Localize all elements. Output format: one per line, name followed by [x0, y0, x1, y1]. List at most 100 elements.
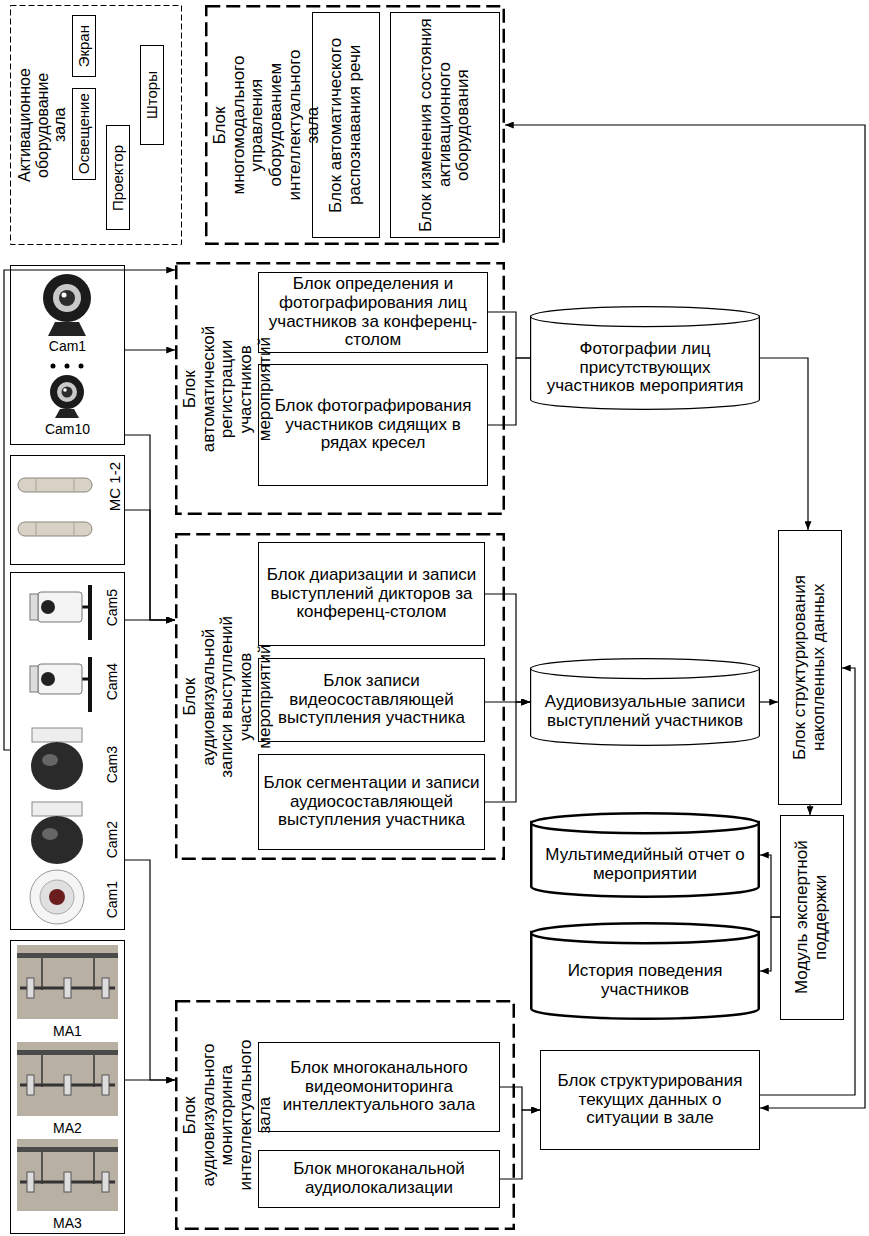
dome-body: [31, 816, 83, 864]
webcam-glint: [62, 293, 67, 298]
array-mic: [64, 1075, 71, 1095]
box-label: Модуль экспертной поддержки: [793, 821, 830, 1014]
microphone-tube: [18, 522, 92, 536]
database-cylinder: История поведения участников: [530, 922, 760, 1020]
device-label: MC 1-2: [107, 462, 124, 511]
box-label: Шторы: [144, 71, 161, 119]
database-label: Фотографии лиц присутствующих участников…: [543, 340, 748, 396]
dome-highlight: [42, 754, 58, 766]
device-panel: Cam5Cam4Cam3Cam2Cam1: [10, 572, 125, 930]
dome-camera-icon: [30, 870, 84, 924]
device-label: Cam2: [105, 821, 120, 858]
process-box: Блок многоканального видеомониторинга ин…: [258, 1042, 500, 1132]
camera-body: [38, 664, 82, 694]
rod: [41, 1055, 43, 1087]
cylinder-top: [531, 659, 760, 679]
dashed-border: [206, 6, 504, 244]
dome-body: [30, 870, 84, 924]
photo-ground: [17, 1042, 118, 1116]
array-mic: [64, 978, 71, 998]
process-box: Блок структурирования накопленных данных: [778, 530, 842, 805]
box-label: Блок структурирования накопленных данных: [791, 536, 828, 799]
connector-arrow: [485, 594, 530, 702]
rod: [41, 958, 43, 990]
database-label: Мультимедийный отчет о мероприятии: [543, 846, 748, 883]
group-block: Активационное оборудование зала Освещение…: [10, 5, 182, 245]
device-panel: Cam1Cam10: [10, 265, 125, 445]
box-label: Блок сегментации и записи аудиосоставляю…: [263, 774, 480, 830]
array-mic: [102, 1172, 109, 1192]
webcam-body: [50, 375, 84, 409]
ellipsis-dots: [51, 364, 84, 369]
camera-front: [30, 666, 38, 692]
connector-arrow: [500, 1110, 540, 1179]
box-label: Проектор: [110, 145, 127, 211]
connector-arrow: [125, 860, 175, 1080]
dome-ring: [40, 880, 74, 914]
connector-arrow: [125, 619, 175, 620]
cylinder-top: [531, 307, 760, 327]
process-box: Блок изменения состояния активационного …: [390, 12, 500, 238]
connector-arrow: [125, 1079, 175, 1080]
database-label: Аудиовизуальные записи выступлений участ…: [543, 693, 748, 730]
process-box: Освещение: [72, 88, 96, 180]
webcam-icon: [43, 274, 91, 336]
camera-body: [38, 592, 82, 622]
box-label: Блок структурирования текущих данных о с…: [545, 1072, 755, 1128]
process-box: Блок структурирования текущих данных о с…: [540, 1050, 760, 1150]
cylinder-body: [531, 668, 760, 745]
microphone-icon: [18, 478, 92, 536]
box-camera-icon: [30, 657, 90, 712]
database-label: История поведения участников: [543, 962, 748, 999]
connector-arrow: [505, 125, 865, 1108]
device-label: Cam1: [105, 881, 120, 918]
device-label: Cam4: [105, 663, 120, 700]
group-title: Блок аудиовизуальной записи выступлений …: [181, 615, 274, 779]
dome-camera-icon: [31, 802, 83, 864]
mic-array-photo: [17, 945, 118, 1019]
ceiling-bar: [17, 1050, 118, 1055]
box-camera-icon: [30, 585, 90, 640]
box-label: Освещение: [76, 94, 93, 174]
dome-camera-icon: [31, 728, 83, 790]
device-label: Cam5: [105, 589, 120, 626]
photo-ground: [17, 945, 118, 1019]
process-box: Блок определения и фотографирования лиц …: [258, 272, 488, 353]
process-box: Блок диаризации и записи выступлений дик…: [258, 542, 485, 646]
camera-arm: [82, 606, 90, 609]
array-mic: [102, 978, 109, 998]
group-block: Блок аудиовизуального мониторинга интелл…: [175, 1000, 515, 1230]
group-title: Активационное оборудование зала: [16, 65, 69, 185]
process-box: Блок фотографирования участников сидящих…: [258, 364, 488, 486]
device-label: Cam10: [11, 422, 124, 437]
group-block: Блок автоматической регистрации участник…: [175, 262, 505, 515]
dome-lens: [49, 889, 65, 905]
group-title: Блок многомодального управления оборудов…: [211, 50, 323, 201]
webcam-ring: [57, 382, 77, 402]
dome-mount: [32, 802, 82, 816]
group-title: Блок аудиовизуального мониторинга интелл…: [181, 1040, 274, 1191]
box-label: Блок многоканального видеомониторинга ин…: [263, 1059, 495, 1115]
rod: [41, 1152, 43, 1184]
group-block: Блок многомодального управления оборудов…: [205, 5, 505, 245]
database-cylinder: Фотографии лиц присутствующих участников…: [530, 306, 760, 410]
connector-arrow: [760, 701, 778, 702]
connector-arrow: [809, 805, 810, 815]
connector-arrow: [488, 312, 530, 358]
camera-arm: [82, 678, 90, 681]
process-box: Проектор: [106, 125, 130, 230]
microphone-band: [74, 479, 75, 491]
process-box: Шторы: [140, 45, 164, 145]
database-cylinder: Аудиовизуальные записи выступлений участ…: [530, 658, 760, 746]
array-mic: [27, 1075, 34, 1095]
microphone-band: [36, 479, 37, 491]
connector-arrow: [125, 349, 175, 350]
dome-body: [31, 742, 83, 790]
dot: [65, 364, 70, 369]
process-box: Блок записи видеосоставляющей выступлени…: [258, 658, 485, 742]
camera-arm: [88, 657, 92, 712]
connector-arrow: [760, 855, 780, 917]
ceiling-bar: [17, 953, 118, 958]
